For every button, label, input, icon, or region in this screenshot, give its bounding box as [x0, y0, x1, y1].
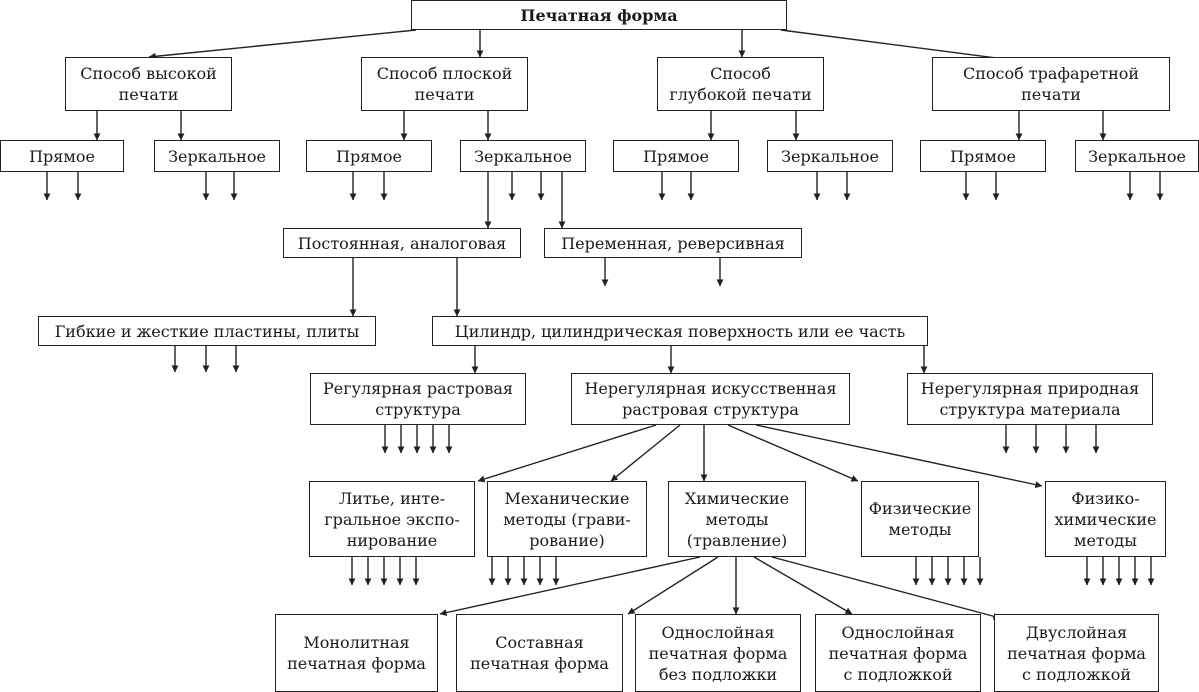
connector-arrow-49 [477, 424, 657, 483]
node-regular-raster: Регулярная растровая структура [310, 373, 526, 425]
node-single-layer-with-base: Однослойная печатная форма с подложкой [815, 614, 981, 692]
node-mirror-stencil: Зеркальное [1075, 140, 1199, 172]
node-double-layer-with-base: Двуслойная печатная форма с подложкой [994, 614, 1159, 692]
node-chemical-methods: Химические методы (травление) [668, 481, 806, 557]
node-variable-reversible: Переменная, реверсивная [544, 228, 802, 258]
node-stencil-printing: Способ трафаретной печати [932, 57, 1170, 111]
connector-arrow-78 [771, 556, 1001, 620]
node-plates: Гибкие и жесткие пластины, плиты [38, 316, 376, 346]
node-casting-exposure: Литье, инте- гральное экспо- нирование [309, 481, 475, 557]
node-mirror-gravure: Зеркальное [767, 140, 893, 172]
node-direct-gravure: Прямое [613, 140, 739, 172]
node-physicochemical-methods: Физико- химические методы [1045, 481, 1166, 557]
node-relief-printing: Способ высокой печати [65, 57, 232, 111]
node-gravure-printing: Способ глубокой печати [657, 57, 824, 111]
node-cylinder: Цилиндр, цилиндрическая поверхность или … [432, 316, 928, 346]
node-mechanical-methods: Механические методы (грави- рование) [487, 481, 647, 557]
node-flat-printing: Способ плоской печати [361, 57, 528, 111]
root-node-printing-form: Печатная форма [411, 0, 787, 30]
connector-arrow-77 [753, 556, 853, 615]
connector-arrow-75 [627, 556, 719, 615]
connector-arrow-0 [148, 29, 417, 60]
node-mirror-relief: Зеркальное [154, 140, 280, 172]
connector-arrow-53 [755, 424, 1043, 489]
node-permanent-analog: Постоянная, аналоговая [283, 228, 521, 258]
node-irregular-natural-structure: Нерегулярная природная структура материа… [907, 373, 1153, 425]
node-mirror-flat: Зеркальное [460, 140, 586, 172]
connector-arrow-52 [727, 424, 859, 482]
node-direct-relief: Прямое [0, 140, 124, 172]
node-direct-stencil: Прямое [920, 140, 1046, 172]
node-physical-methods: Физические методы [861, 481, 979, 557]
node-irregular-artificial-raster: Нерегулярная искусственная растровая стр… [571, 373, 850, 425]
node-single-layer-no-base: Однослойная печатная форма без подложки [635, 614, 801, 692]
connector-arrow-50 [610, 424, 681, 482]
node-monolithic-form: Монолитная печатная форма [275, 614, 438, 692]
node-composite-form: Составная печатная форма [456, 614, 623, 692]
node-direct-flat: Прямое [306, 140, 432, 172]
connector-arrow-74 [439, 556, 701, 616]
